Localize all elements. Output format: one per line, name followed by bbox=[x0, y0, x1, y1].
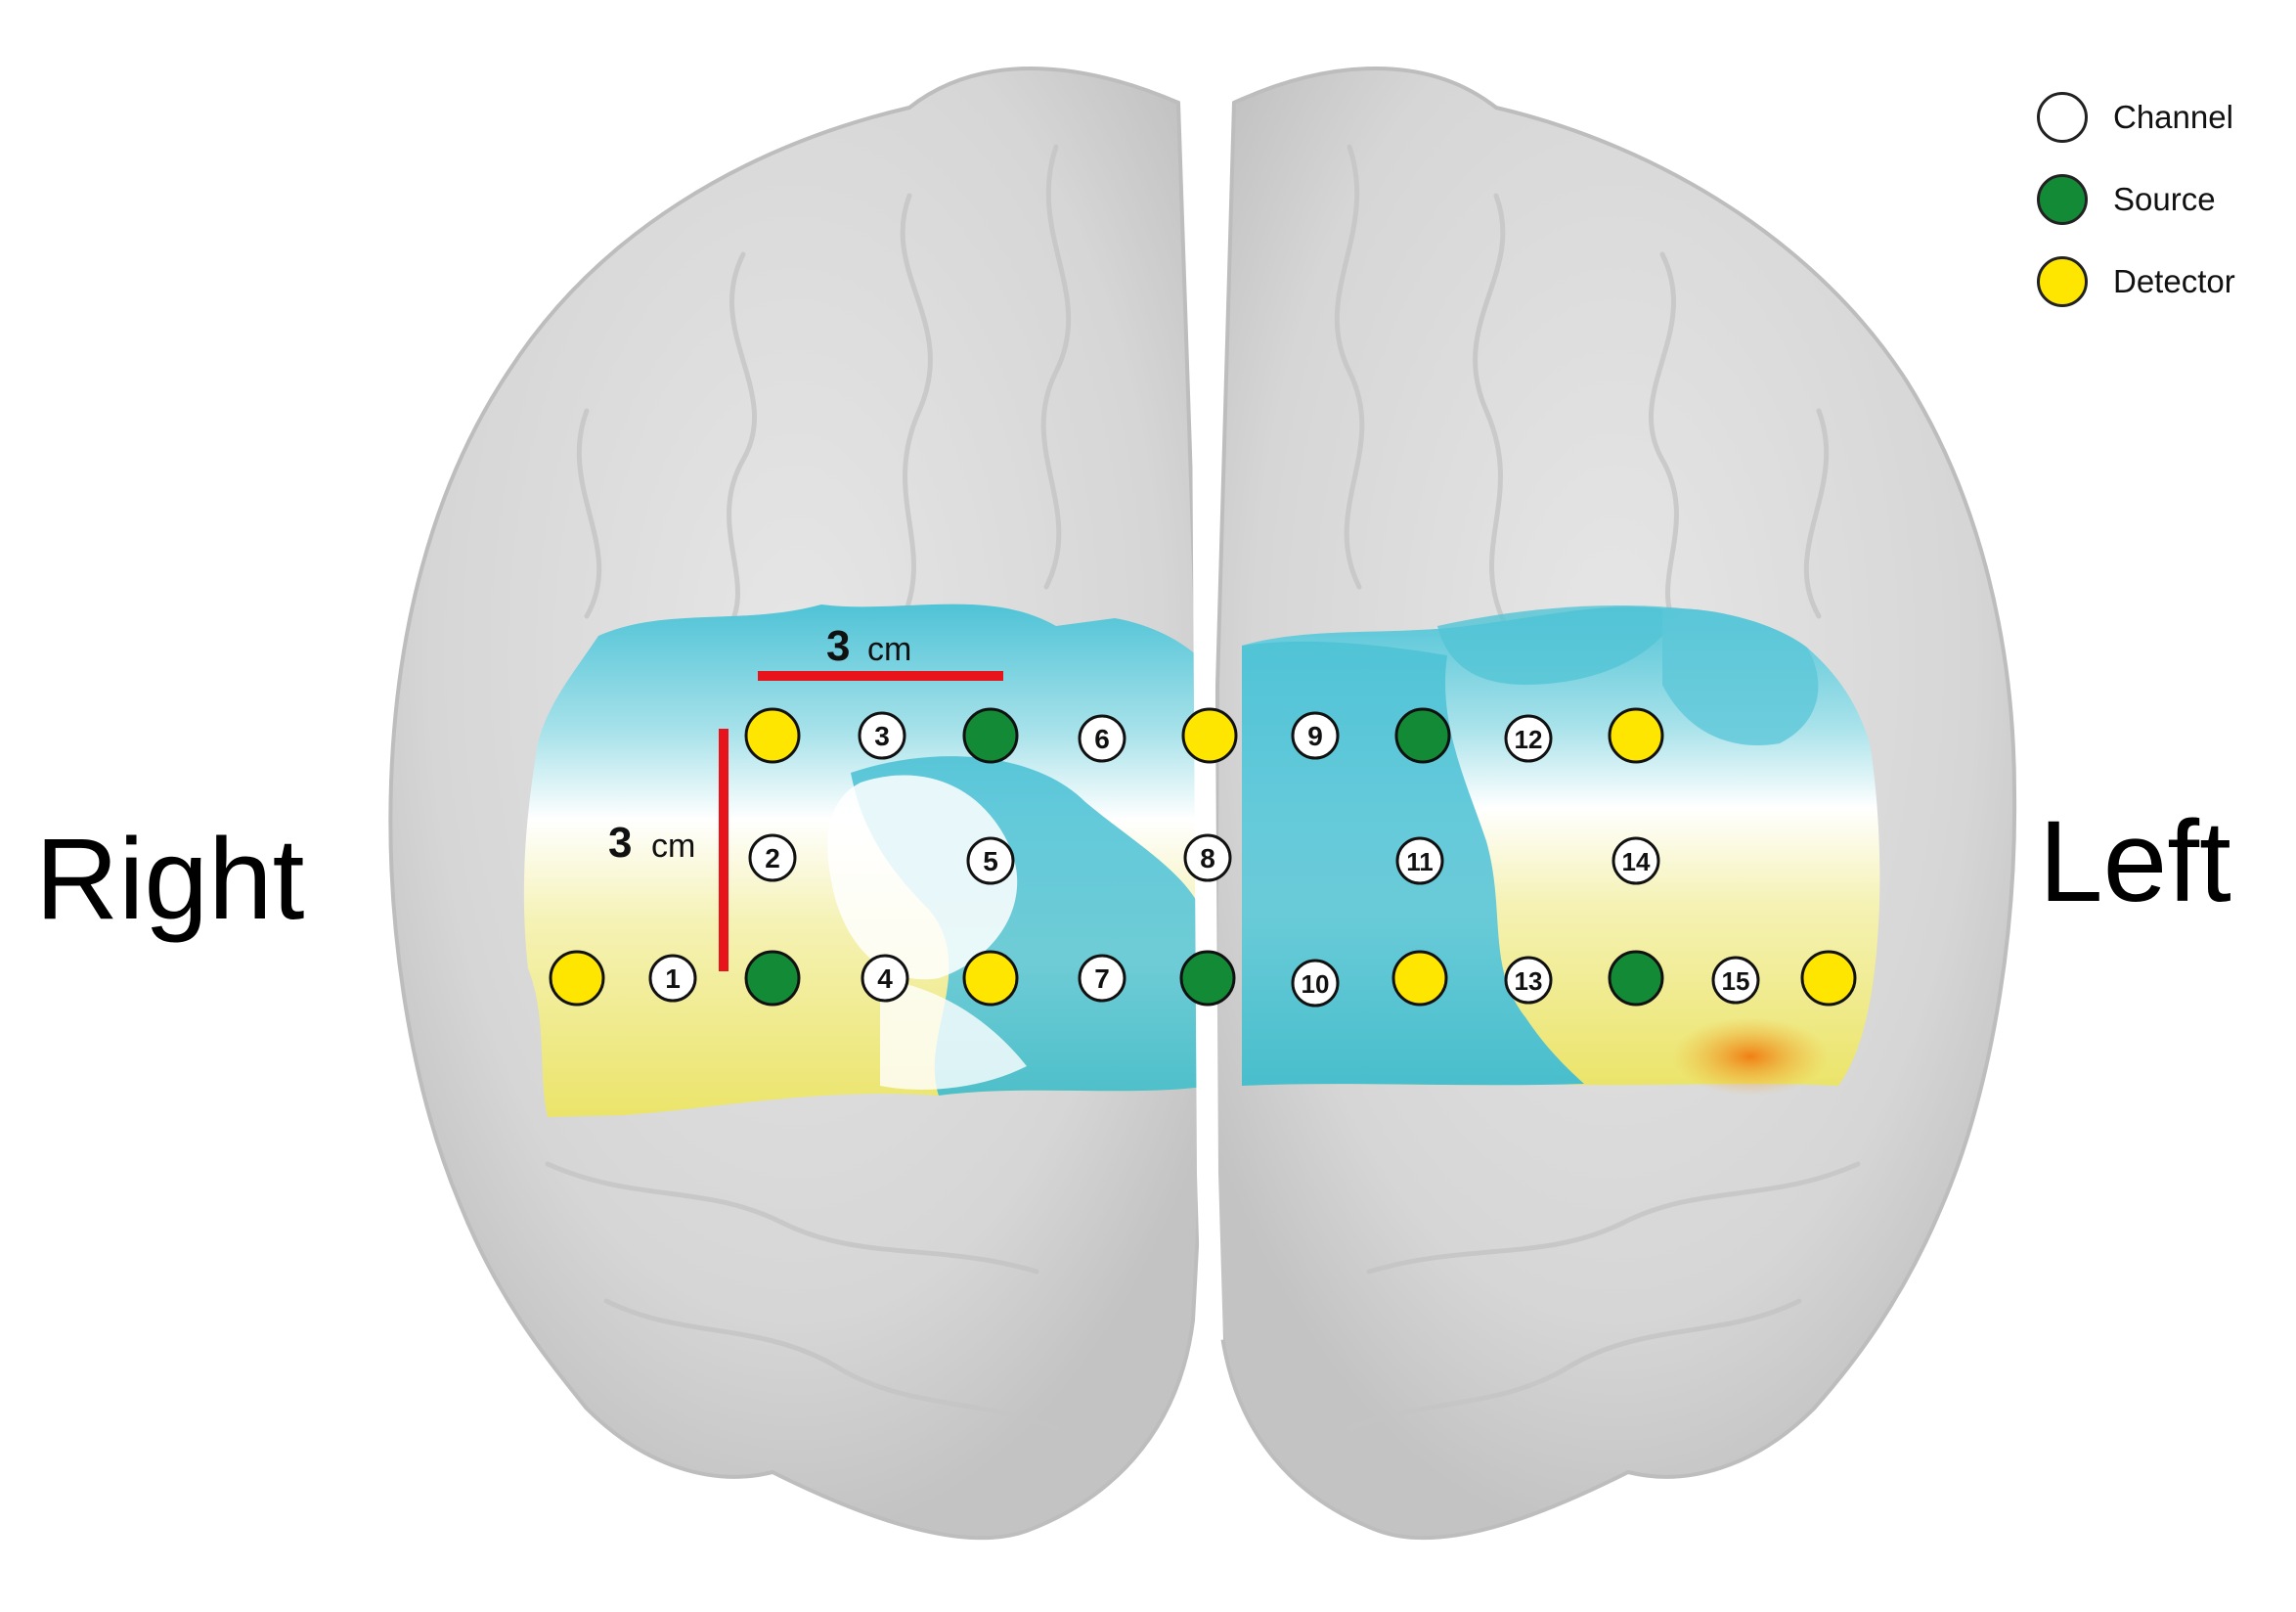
horizontal-scale-unit: cm bbox=[867, 631, 911, 668]
channel-number: 8 bbox=[1200, 843, 1215, 873]
channel-marker bbox=[1711, 956, 1760, 1005]
channel-marker bbox=[1612, 836, 1660, 885]
channel-marker bbox=[1183, 833, 1232, 882]
channel-number: 4 bbox=[877, 963, 893, 994]
legend-label: Source bbox=[2113, 181, 2216, 217]
detector-optode bbox=[549, 950, 605, 1007]
channel-number: 10 bbox=[1302, 969, 1330, 999]
channel-number: 7 bbox=[1094, 963, 1110, 994]
detector-optode bbox=[1181, 707, 1238, 764]
channel-number: 15 bbox=[1722, 966, 1750, 996]
channel-number: 5 bbox=[983, 846, 998, 876]
detector-optode bbox=[1391, 950, 1448, 1007]
channel-number: 13 bbox=[1515, 966, 1543, 996]
legend: Channel Source Detector bbox=[2037, 76, 2235, 323]
detector-optode bbox=[744, 707, 801, 764]
source-optode bbox=[1394, 707, 1451, 764]
detector-marker-icon bbox=[2037, 256, 2088, 307]
source-optode bbox=[1179, 950, 1236, 1007]
channel-number: 11 bbox=[1406, 847, 1434, 876]
channel-marker bbox=[748, 833, 797, 882]
detector-optode bbox=[962, 950, 1019, 1007]
detector-optode bbox=[1800, 950, 1857, 1007]
channel-marker bbox=[1504, 956, 1553, 1005]
channel-marker bbox=[648, 954, 697, 1003]
source-optode bbox=[744, 950, 801, 1007]
channel-marker bbox=[1078, 714, 1126, 763]
horizontal-scale-number: 3 bbox=[826, 622, 850, 670]
source-optode bbox=[962, 707, 1019, 764]
right-side-label: Right bbox=[35, 815, 305, 944]
left-side-label: Left bbox=[2039, 797, 2231, 926]
channel-number: 9 bbox=[1307, 721, 1323, 751]
channel-number: 12 bbox=[1515, 725, 1543, 754]
detector-optode bbox=[1608, 707, 1664, 764]
legend-label: Detector bbox=[2113, 263, 2235, 299]
channel-marker bbox=[966, 836, 1015, 885]
legend-label: Channel bbox=[2113, 99, 2233, 135]
channel-marker bbox=[1395, 836, 1444, 885]
channel-number: 1 bbox=[665, 963, 681, 994]
vertical-scale-number: 3 bbox=[608, 819, 632, 867]
vertical-scale-unit: cm bbox=[651, 828, 695, 865]
legend-item-source: Source bbox=[2037, 158, 2235, 241]
channel-number: 3 bbox=[874, 721, 890, 751]
legend-item-detector: Detector bbox=[2037, 241, 2235, 323]
channel-marker bbox=[1078, 954, 1126, 1003]
channel-number: 2 bbox=[765, 843, 780, 873]
channel-marker bbox=[1504, 714, 1553, 763]
channel-number: 14 bbox=[1622, 847, 1651, 876]
channel-marker bbox=[1291, 959, 1340, 1008]
source-optode bbox=[1608, 950, 1664, 1007]
source-marker-icon bbox=[2037, 174, 2088, 225]
channel-number: 6 bbox=[1094, 724, 1110, 754]
legend-item-channel: Channel bbox=[2037, 76, 2235, 158]
channel-marker bbox=[858, 711, 906, 760]
channel-marker bbox=[1291, 711, 1340, 760]
channel-marker-icon bbox=[2037, 92, 2088, 143]
channel-marker bbox=[861, 954, 909, 1003]
